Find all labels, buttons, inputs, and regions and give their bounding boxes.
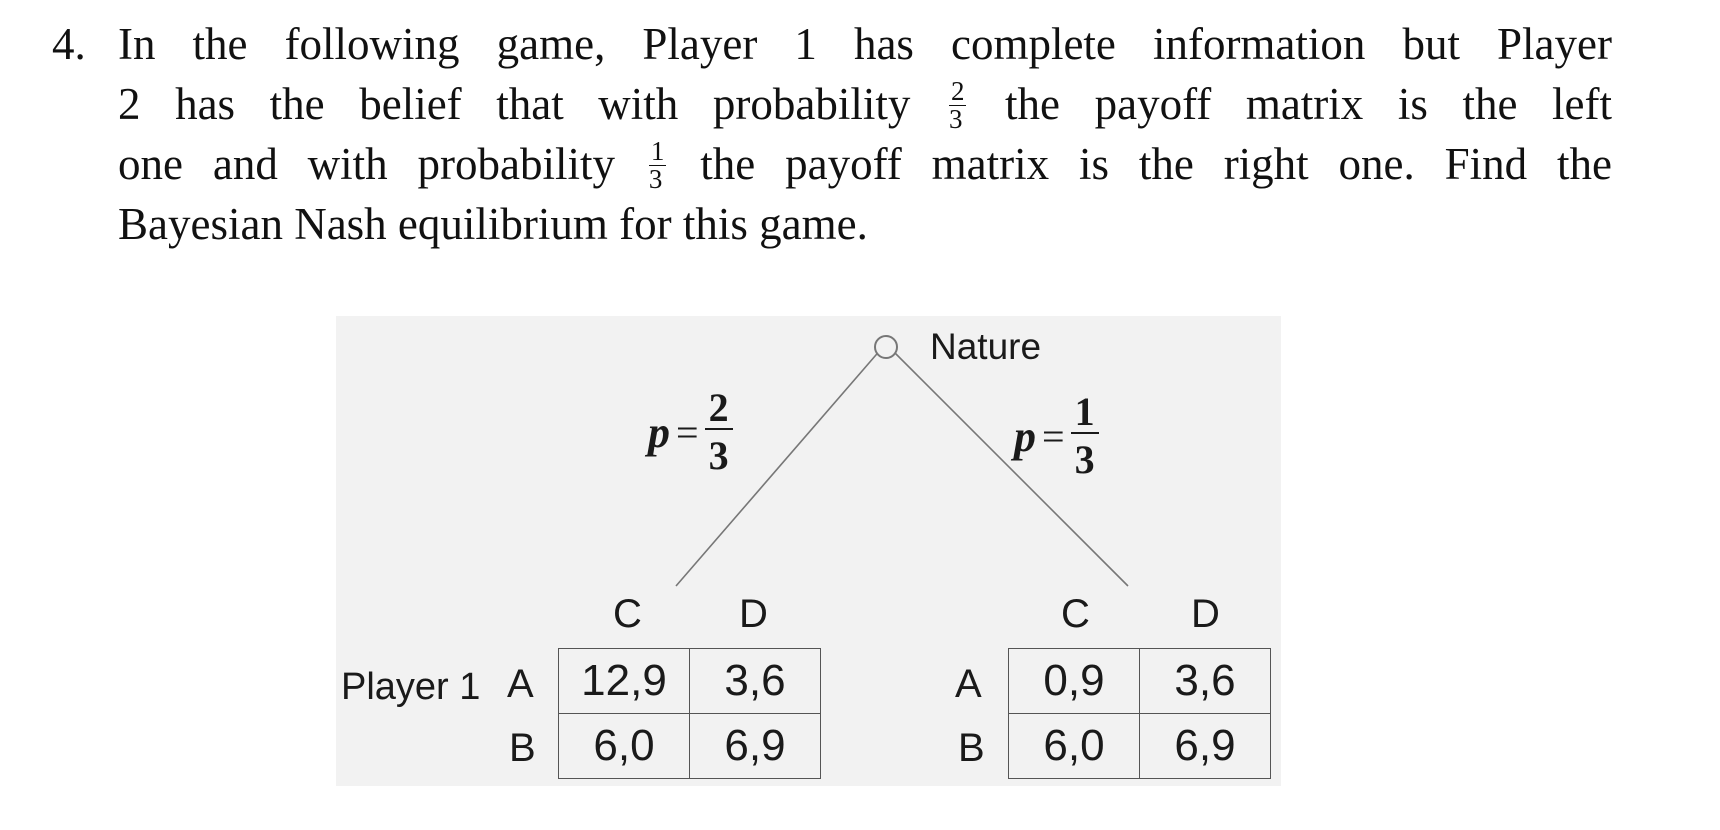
- fraction-numerator: 1: [648, 136, 667, 167]
- payoff-cell: 12,9: [558, 648, 690, 714]
- left-branch-probability: p = 2 3: [648, 388, 733, 476]
- payoff-cell: 3,6: [1139, 648, 1271, 714]
- payoff-cell: 6,9: [1139, 713, 1271, 779]
- probability-numerator: 2: [704, 388, 733, 430]
- right-branch-probability: p = 1 3: [1014, 392, 1099, 480]
- probability-variable: p: [648, 407, 670, 457]
- payoff-cell: 6,0: [1008, 713, 1140, 779]
- problem-line-1: In the following game, Player 1 has comp…: [118, 14, 1612, 74]
- table-row: 0,9 3,6: [1008, 648, 1271, 714]
- problem-line-2: 2 has the belief that with probability 2…: [118, 74, 1612, 134]
- left-row-header-b: B: [509, 726, 536, 770]
- probability-denominator: 3: [708, 433, 729, 478]
- table-row: 6,0 6,9: [558, 713, 821, 779]
- fraction-numerator: 2: [948, 76, 967, 107]
- right-col-header-d: D: [1191, 592, 1220, 636]
- probability-numerator: 1: [1070, 392, 1099, 434]
- probability-denominator: 3: [1074, 437, 1095, 482]
- right-branch-line: [889, 347, 1129, 587]
- player-1-label: Player 1: [341, 666, 481, 708]
- left-row-header-a: A: [507, 662, 534, 706]
- payoff-cell: 6,0: [558, 713, 690, 779]
- left-col-header-d: D: [739, 592, 768, 636]
- equals-sign: =: [676, 409, 699, 455]
- payoff-cell: 3,6: [689, 648, 821, 714]
- probability-variable: p: [1014, 411, 1036, 461]
- left-branch-line: [675, 347, 883, 587]
- right-row-header-a: A: [955, 662, 982, 706]
- table-row: 6,0 6,9: [1008, 713, 1271, 779]
- payoff-cell: 0,9: [1008, 648, 1140, 714]
- probability-fraction: 1 3: [1070, 392, 1099, 482]
- problem-body: In the following game, Player 1 has comp…: [118, 14, 1612, 254]
- right-payoff-matrix: 0,9 3,6 6,0 6,9: [1008, 648, 1271, 779]
- problem-text-3a: one and with probability: [118, 139, 616, 189]
- left-payoff-matrix: 12,9 3,6 6,0 6,9: [558, 648, 821, 779]
- table-row: 12,9 3,6: [558, 648, 821, 714]
- problem-statement: 4. In the following game, Player 1 has c…: [52, 14, 1612, 254]
- equals-sign: =: [1042, 413, 1065, 459]
- right-col-header-c: C: [1061, 592, 1090, 636]
- problem-text-1: In the following game, Player 1 has comp…: [118, 19, 1612, 69]
- game-tree-lines: [675, 335, 1129, 587]
- probability-fraction: 2 3: [704, 388, 733, 478]
- payoff-cell: 6,9: [689, 713, 821, 779]
- problem-line-4: Bayesian Nash equilibrium for this game.: [118, 194, 1612, 254]
- problem-text-2b: the payoff matrix is the left: [1005, 79, 1612, 129]
- problem-number: 4.: [52, 19, 86, 69]
- fraction-denominator: 3: [948, 104, 963, 135]
- problem-text-2a: 2 has the belief that with probability: [118, 79, 911, 129]
- fraction-denominator: 3: [648, 164, 663, 195]
- game-tree-figure: Nature p = 2 3 p = 1 3 C D Player 1 A B …: [336, 316, 1281, 786]
- left-col-header-c: C: [613, 592, 642, 636]
- nature-label: Nature: [930, 326, 1042, 367]
- problem-text-3b: the payoff matrix is the right one. Find…: [700, 139, 1613, 189]
- right-row-header-b: B: [958, 726, 985, 770]
- nature-node-icon: [874, 335, 898, 359]
- problem-text-4: Bayesian Nash equilibrium for this game.: [118, 199, 868, 249]
